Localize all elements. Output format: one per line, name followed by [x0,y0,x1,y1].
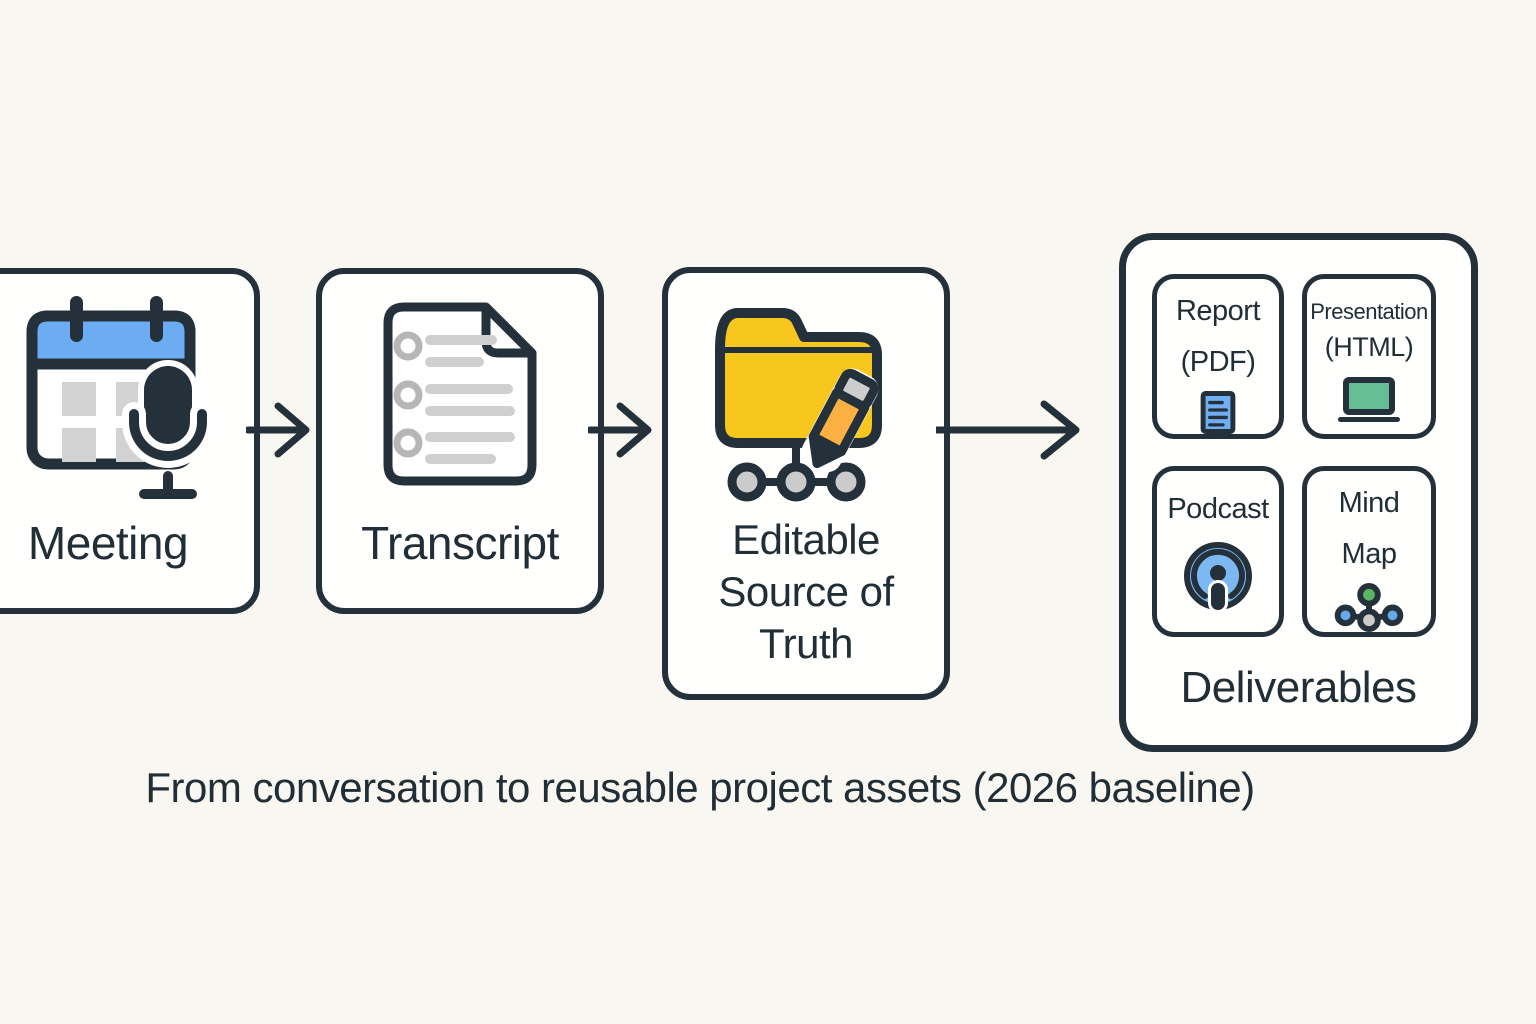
podcast-icon [1184,542,1252,613]
node-meeting: Meeting [0,268,260,614]
calendar-microphone-icon [26,296,214,499]
document-list-icon [383,302,537,486]
mind-map-label-line1: Mind [1338,487,1400,519]
mind-map-icon [1334,583,1404,632]
laptop-icon [1338,377,1400,422]
card-report-pdf: Report (PDF) [1152,274,1284,439]
mind-map-label-line2: Map [1341,538,1397,570]
flow-arrow-3 [936,400,1080,460]
flow-arrow-2 [588,402,652,458]
node-editable-source-of-truth: Editable Source of Truth [662,267,950,700]
transcript-label: Transcript [361,517,559,569]
pdf-report-icon [1200,391,1236,434]
node-transcript: Transcript [316,268,604,614]
diagram-caption: From conversation to reusable project as… [145,764,1255,811]
editable-source-of-truth-label: Editable Source of Truth [718,516,894,667]
meeting-label: Meeting [27,517,189,569]
presentation-label-line2: (HTML) [1324,332,1414,362]
presentation-label-line1: Presentation [1310,299,1428,324]
report-label-line2: (PDF) [1180,346,1256,378]
node-deliverables: Report (PDF) Presentation (HTML) Podcast [1119,233,1478,752]
deliverables-label: Deliverables [1180,663,1417,712]
card-presentation-html: Presentation (HTML) [1302,274,1436,439]
podcast-label: Podcast [1167,493,1269,525]
card-mind-map: Mind Map [1302,466,1436,637]
report-label-line1: Report [1175,295,1261,327]
folder-pencil-version-icon [715,308,882,502]
flow-arrow-1 [246,402,310,458]
card-podcast: Podcast [1152,466,1284,637]
